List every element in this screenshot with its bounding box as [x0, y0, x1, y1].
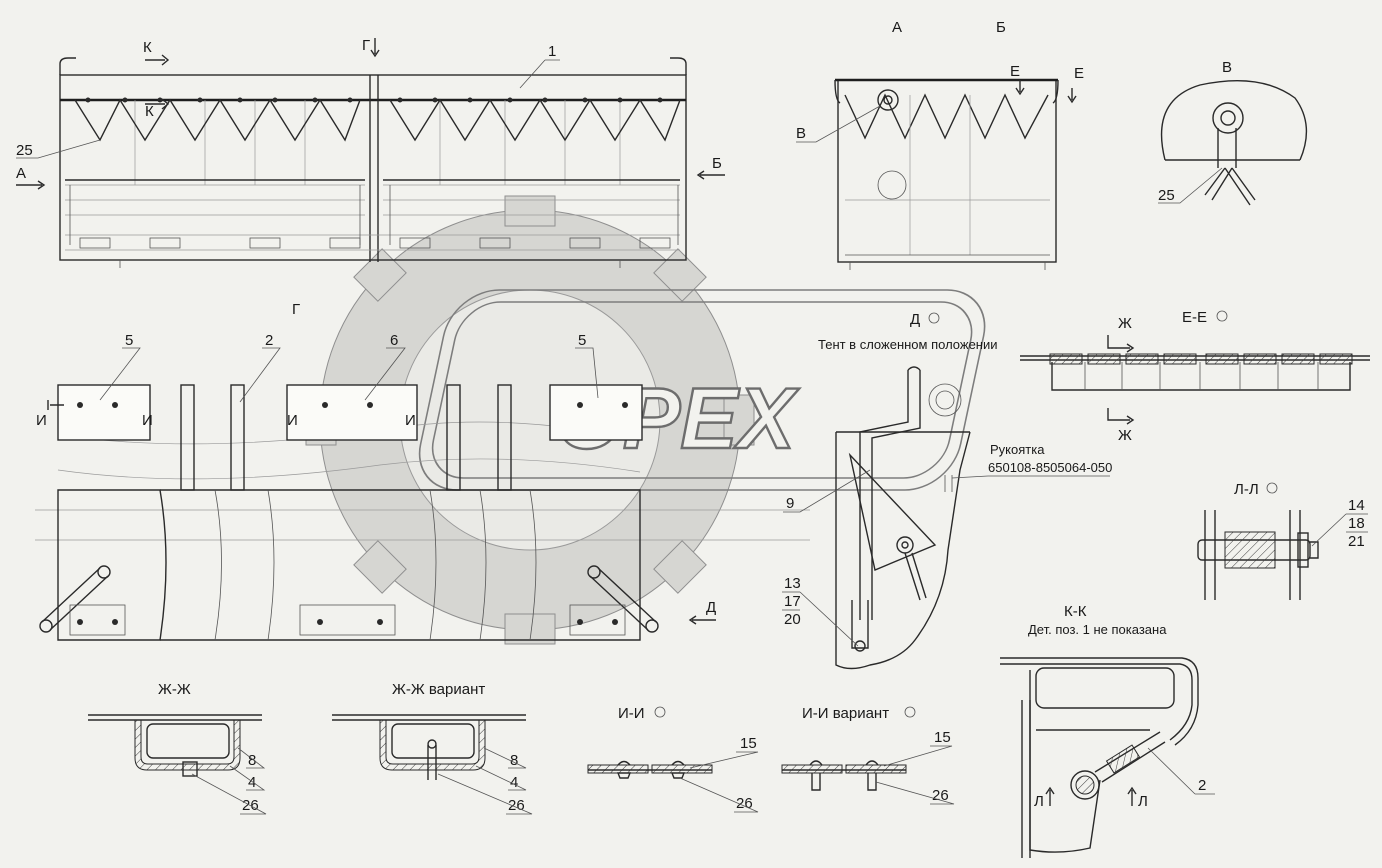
- view-d-position-20: 20: [784, 611, 801, 628]
- section-zh-zh-variant-position-8: 8: [510, 752, 518, 769]
- section-zh-zh-position-4: 4: [248, 774, 256, 791]
- cut-mark-e-1: Е: [1010, 63, 1020, 80]
- side-view: [59, 57, 687, 268]
- section-l-l-position-14: 14: [1348, 497, 1365, 514]
- view-g-position-5-left: 5: [125, 332, 133, 349]
- section-zh-zh-variant-position-4: 4: [510, 774, 518, 791]
- section-e-e-label: Е-Е: [1182, 309, 1207, 326]
- detail-v-label: В: [1222, 59, 1232, 76]
- position-25: 25: [16, 142, 33, 159]
- section-zh-zh-variant: Ж-Ж вариант 8 4 26: [332, 681, 533, 815]
- section-k-k-note: Дет. поз. 1 не показана: [1028, 622, 1167, 637]
- cut-mark-l-1: Л: [1034, 793, 1044, 810]
- cut-mark-i-2: И: [142, 412, 153, 429]
- side-view-labels: К К Г 1 25 А Б: [16, 37, 725, 190]
- section-l-l-position-21: 21: [1348, 533, 1365, 550]
- view-mark-g: Г: [362, 37, 370, 54]
- view-g-position-2: 2: [265, 332, 273, 349]
- cut-mark-e-2: Е: [1074, 65, 1084, 82]
- section-i-i-variant-position-15: 15: [934, 729, 951, 746]
- rotation-icon: [1216, 310, 1228, 322]
- handle-label: Рукоятка: [990, 442, 1045, 457]
- section-e-e: Е-Е Ж Ж: [1020, 309, 1370, 444]
- cut-mark-k-top: К: [143, 39, 152, 56]
- section-i-i-variant-label: И-И вариант: [802, 705, 889, 722]
- view-mark-b: Б: [712, 155, 722, 172]
- callout-v-text: В: [796, 125, 806, 142]
- view-d-label: Д: [910, 311, 920, 328]
- section-zh-zh-label: Ж-Ж: [158, 681, 191, 698]
- position-1: 1: [548, 43, 556, 60]
- tent-folded-note: Тент в сложенном положении: [818, 337, 998, 352]
- cut-mark-i-3: И: [287, 412, 298, 429]
- view-d-position-13: 13: [784, 575, 801, 592]
- view-g-label: Г: [292, 301, 300, 318]
- cut-mark-i-1: И: [36, 412, 47, 429]
- view-d-position-17: 17: [784, 593, 801, 610]
- rotation-icon: [654, 706, 666, 718]
- view-d: Д Тент в сложенном положении Рукоятка 65…: [782, 311, 1112, 670]
- view-mark-a: А: [16, 165, 26, 182]
- cut-mark-zh-top: Ж: [1118, 315, 1132, 332]
- cut-mark-zh-bottom: Ж: [1118, 427, 1132, 444]
- section-i-i-position-15: 15: [740, 735, 757, 752]
- section-l-l: Л-Л 14 18 21: [1197, 481, 1368, 600]
- section-k-k-position-2: 2: [1198, 777, 1206, 794]
- section-l-l-label: Л-Л: [1234, 481, 1259, 498]
- section-i-i: И-И 15 26: [587, 705, 759, 813]
- rotation-icon: [928, 312, 940, 324]
- view-g-position-5-right: 5: [578, 332, 586, 349]
- view-mark-d: Д: [706, 599, 716, 616]
- end-view: А Б Е Е В: [796, 19, 1084, 270]
- rotation-icon: [1266, 482, 1278, 494]
- view-d-position-9: 9: [786, 495, 794, 512]
- cut-mark-l-2: Л: [1138, 793, 1148, 810]
- section-i-i-variant: И-И вариант 15 26: [781, 705, 955, 805]
- cut-mark-k-bottom: К: [145, 103, 154, 120]
- detail-v-position-25: 25: [1158, 187, 1175, 204]
- section-zh-zh: Ж-Ж 8 4 26: [88, 681, 267, 815]
- view-g-position-6: 6: [390, 332, 398, 349]
- section-zh-zh-variant-position-26: 26: [508, 797, 525, 814]
- cut-mark-i-4: И: [405, 412, 416, 429]
- rotation-icon: [904, 706, 916, 718]
- section-i-i-variant-position-26: 26: [932, 787, 949, 804]
- section-k-k-label: К-К: [1064, 603, 1087, 620]
- section-k-k: К-К Дет. поз. 1 не показана 2 Л Л: [1000, 603, 1215, 858]
- detail-v: В 25: [1158, 59, 1308, 206]
- view-label-b: Б: [996, 19, 1006, 36]
- view-label-a: А: [892, 19, 902, 36]
- view-g: Г 5 2: [35, 301, 810, 641]
- section-zh-zh-variant-label: Ж-Ж вариант: [392, 681, 485, 698]
- section-zh-zh-position-8: 8: [248, 752, 256, 769]
- section-l-l-position-18: 18: [1348, 515, 1365, 532]
- handle-part-number: 650108-8505064-050: [988, 460, 1112, 475]
- section-i-i-label: И-И: [618, 705, 645, 722]
